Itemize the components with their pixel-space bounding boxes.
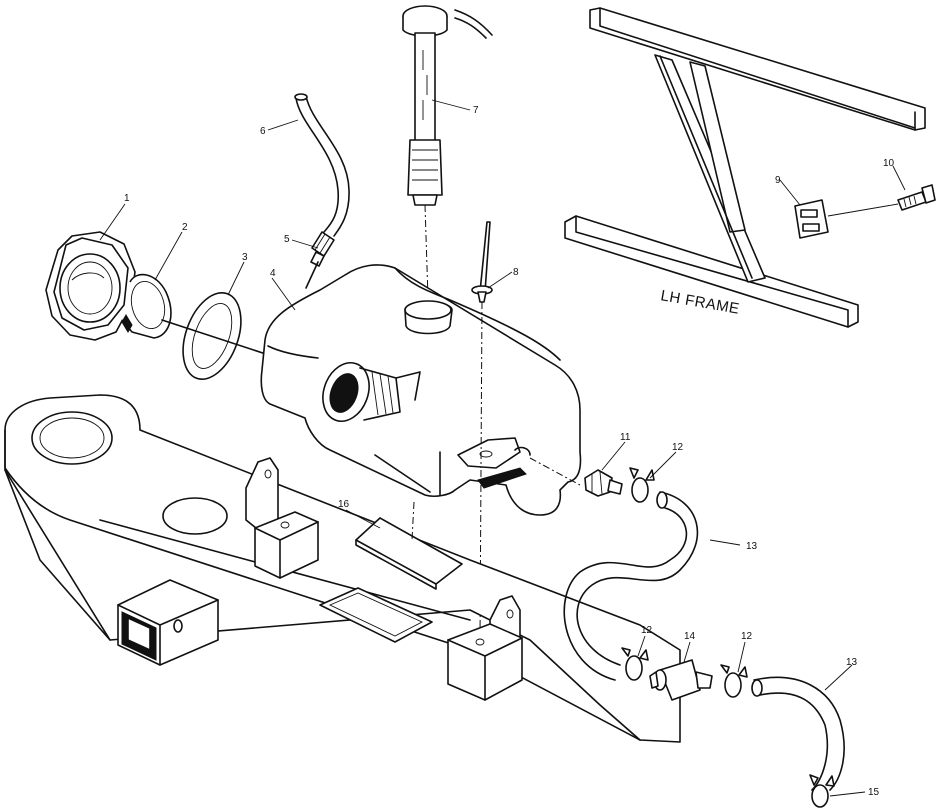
callout-13-a: 13 — [746, 541, 758, 552]
base-pan — [4, 394, 681, 743]
callout-4: 4 — [270, 268, 276, 279]
mount-bracket-right — [447, 595, 523, 701]
callout-5: 5 — [284, 234, 290, 245]
callout-12-a: 12 — [672, 442, 684, 453]
callout-7: 7 — [473, 105, 479, 116]
callout-16: 16 — [338, 499, 350, 510]
clamp-part-12-c — [720, 664, 748, 698]
bolt-part-10 — [827, 184, 936, 217]
callout-leaders — [99, 99, 906, 797]
lh-frame-label: LH FRAME — [659, 287, 741, 318]
gas-cap-part-1 — [45, 231, 136, 341]
callout-8: 8 — [513, 267, 519, 278]
vent-hose-part-6 — [294, 93, 350, 237]
clamp-part-12-b — [621, 647, 649, 681]
callout-9: 9 — [775, 175, 781, 186]
fitting-part-5 — [305, 231, 335, 289]
gasket-part-3 — [161, 291, 331, 381]
bracket-part-9 — [794, 199, 829, 239]
pad-part-16 — [355, 501, 463, 590]
lh-frame: LH FRAME — [564, 7, 926, 328]
callout-numbers: 1 2 3 4 5 6 7 8 9 10 11 12 13 12 14 12 1… — [124, 105, 895, 798]
callout-6: 6 — [260, 126, 266, 137]
hose-part-13-b — [751, 676, 845, 791]
hose-part-13-a — [563, 491, 699, 681]
callout-14: 14 — [684, 631, 696, 642]
callout-12-c: 12 — [741, 631, 753, 642]
filler-ring-part-2 — [121, 273, 172, 339]
callout-2: 2 — [182, 222, 188, 233]
mount-bracket-left — [245, 457, 319, 579]
clamp-part-15 — [809, 774, 835, 808]
callout-1: 1 — [124, 193, 130, 204]
callout-15: 15 — [868, 787, 880, 798]
fuel-filter-part-14 — [649, 659, 713, 701]
callout-12-b: 12 — [641, 625, 653, 636]
clamp-part-12-a — [629, 467, 655, 503]
callout-3: 3 — [242, 252, 248, 263]
callout-11: 11 — [620, 432, 631, 443]
pin-part-8 — [471, 221, 493, 641]
callout-13-b: 13 — [846, 657, 858, 668]
fuel-tank-part-4 — [260, 264, 582, 516]
callout-10: 10 — [883, 158, 895, 169]
fitting-part-11 — [584, 469, 623, 497]
fuel-gauge-part-7 — [402, 5, 493, 299]
